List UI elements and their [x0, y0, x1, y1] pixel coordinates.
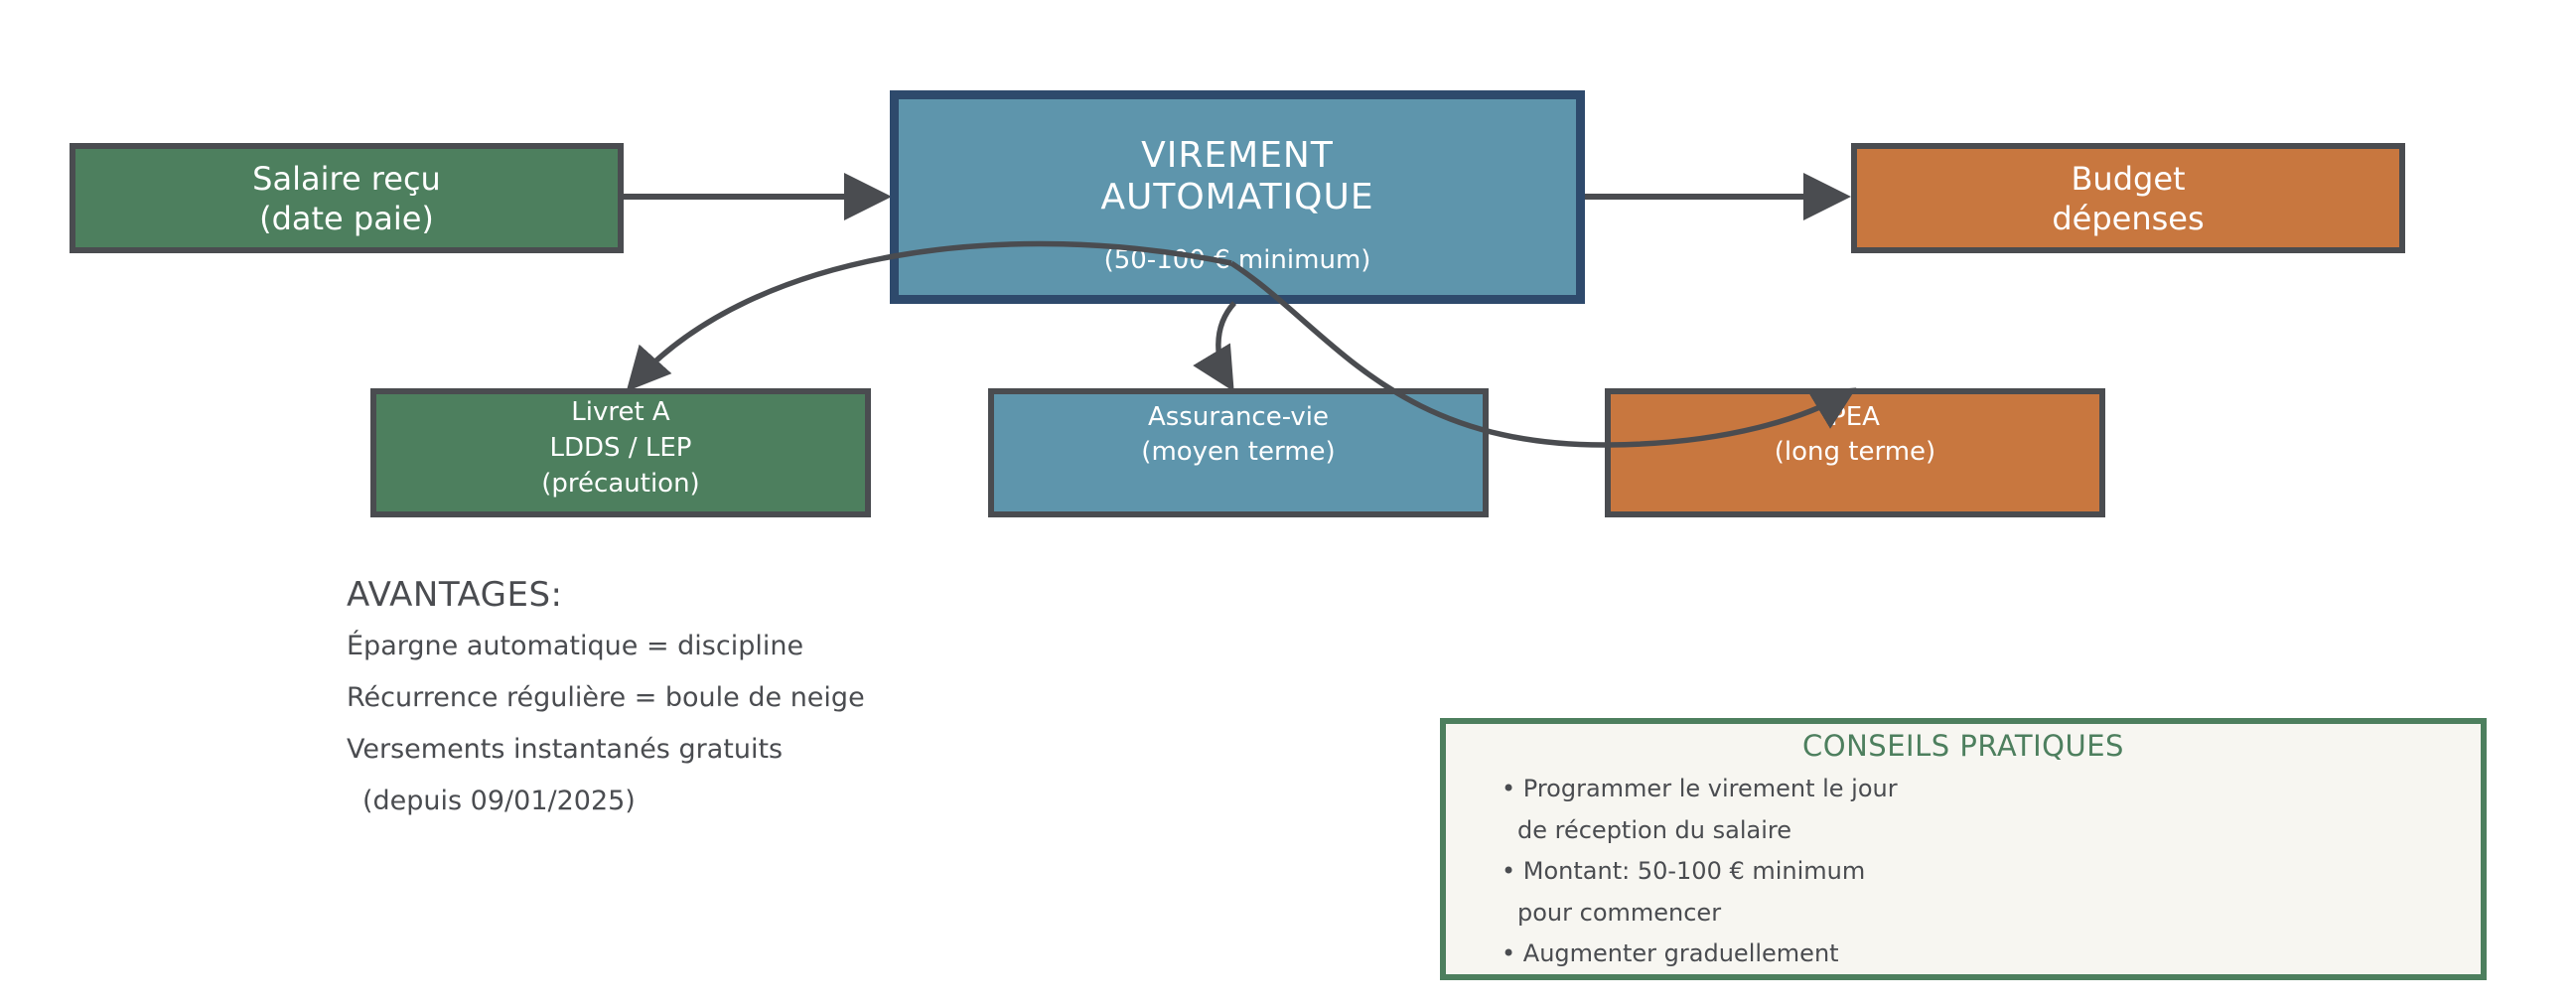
node-salaire-line1: Salaire reçu	[252, 159, 441, 198]
node-budget: Budget dépenses	[1851, 143, 2405, 253]
node-pea-line2: (long terme)	[1774, 437, 1936, 467]
tips-line: de réception du salaire	[1517, 815, 1791, 844]
node-livret: Livret A LDDS / LEP (précaution)	[370, 388, 871, 517]
tips-line: • Augmenter graduellement	[1502, 939, 1839, 967]
node-virement-line2: AUTOMATIQUE	[1100, 177, 1374, 217]
node-assurance-line2: (moyen terme)	[1141, 437, 1336, 467]
node-assurance: Assurance-vie (moyen terme)	[988, 388, 1489, 517]
node-assurance-line1: Assurance-vie	[1147, 402, 1330, 432]
node-virement-line1: VIREMENT	[1141, 135, 1334, 176]
node-budget-line2: dépenses	[2052, 199, 2205, 237]
node-pea: PEA (long terme)	[1605, 388, 2105, 517]
tips-list: • Programmer le virement le jour de réce…	[1502, 769, 1898, 975]
node-pea-line1: PEA	[1830, 402, 1880, 432]
node-livret-line1: Livret A	[571, 397, 670, 427]
node-salaire-line2: (date paie)	[259, 199, 434, 237]
advantages-item: Récurrence régulière = boule de neige	[347, 682, 865, 713]
node-budget-line1: Budget	[2071, 159, 2186, 198]
node-livret-line3: (précaution)	[541, 469, 700, 499]
tips-line: • Montant: 50-100 € minimum	[1502, 857, 1866, 885]
node-virement-line3: (50-100 € minimum)	[1103, 245, 1371, 275]
node-virement: VIREMENT AUTOMATIQUE (50-100 € minimum)	[890, 90, 1585, 304]
tips-panel: CONSEILS PRATIQUES • Programmer le virem…	[1440, 718, 2487, 980]
tips-line: pour commencer	[1517, 898, 1722, 927]
tips-title: CONSEILS PRATIQUES	[1802, 729, 2124, 763]
advantages-title: AVANTAGES:	[347, 575, 563, 615]
advantages-item: Épargne automatique = discipline	[347, 631, 804, 661]
tips-line: • Programmer le virement le jour	[1502, 775, 1898, 802]
node-salaire: Salaire reçu (date paie)	[70, 143, 624, 253]
advantages-item: Versements instantanés gratuits	[347, 734, 784, 765]
advantages-section: AVANTAGES: Épargne automatique = discipl…	[347, 569, 865, 827]
advantages-item: (depuis 09/01/2025)	[362, 786, 636, 816]
node-livret-line2: LDDS / LEP	[549, 433, 692, 463]
